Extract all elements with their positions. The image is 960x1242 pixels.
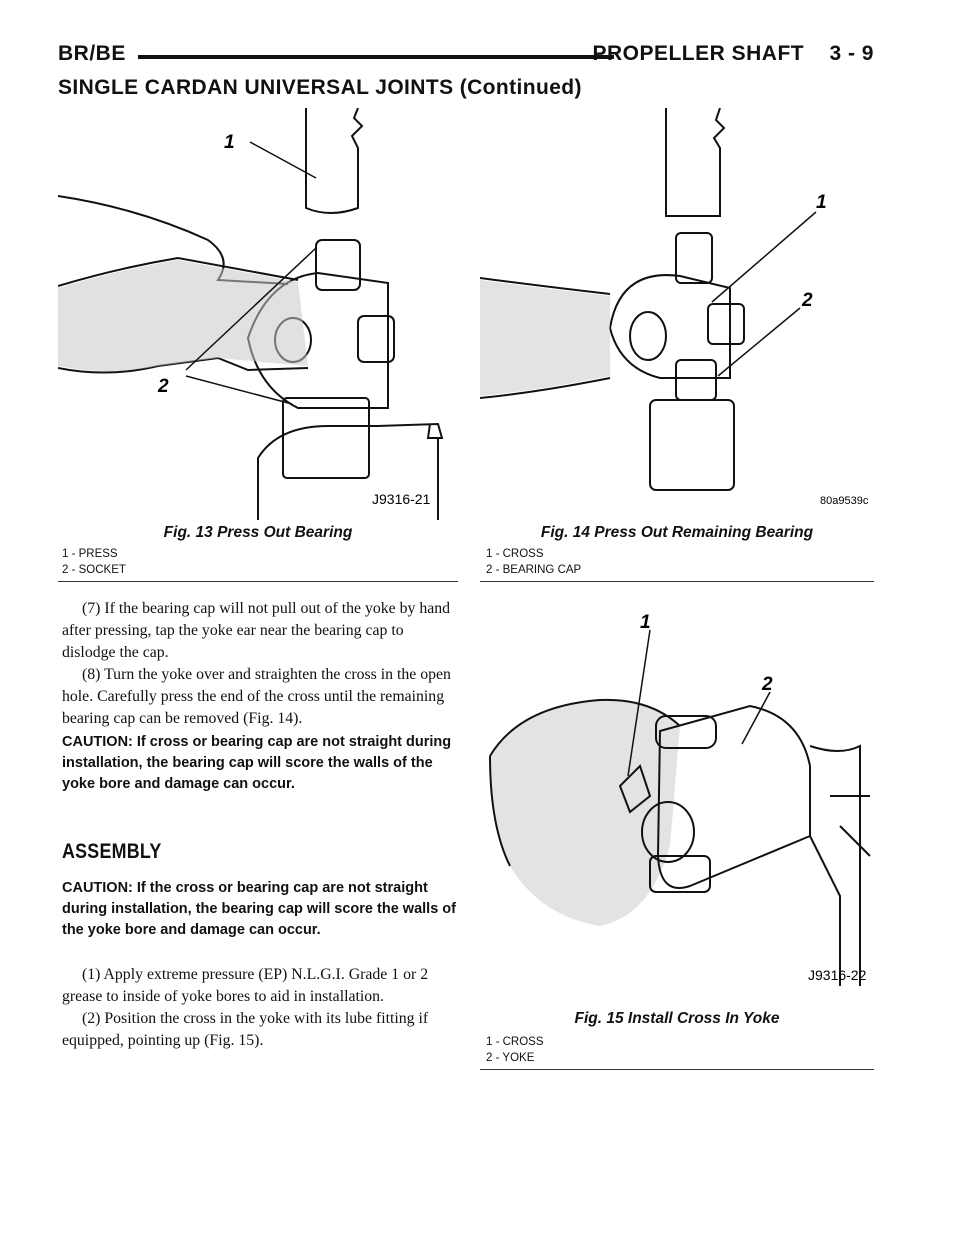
header-model: BR/BE <box>58 42 126 65</box>
fig13-drawing: 1 2 J9316-21 <box>57 107 444 520</box>
fig13-rule <box>58 581 458 582</box>
fig14-legend-item: 2 - BEARING CAP <box>486 564 582 576</box>
procedure-step-1: (1) Apply extreme pressure (EP) N.L.G.I.… <box>62 966 429 1005</box>
fig13-legend-item: 1 - PRESS <box>62 548 118 560</box>
fig13-illustration: 1 2 J9316-21 <box>57 107 458 520</box>
fig13-code: J9316-21 <box>372 491 431 507</box>
fig14-drawing: 1 2 80a9539c <box>479 107 869 507</box>
page-header: BR/BE PROPELLER SHAFT 3 - 9 <box>58 42 874 72</box>
fig14-callout-1: 1 <box>816 192 827 213</box>
section-title: SINGLE CARDAN UNIVERSAL JOINTS (Continue… <box>58 76 582 99</box>
header-section-page: PROPELLER SHAFT 3 - 9 <box>592 42 874 65</box>
fig15-rule <box>480 1069 874 1070</box>
left-column-text: (7) If the bearing cap will not pull out… <box>62 598 458 730</box>
assembly-heading: ASSEMBLY <box>62 840 162 863</box>
procedure-step-2: (2) Position the cross in the yoke with … <box>62 1010 429 1049</box>
fig14-caption: Fig. 14 Press Out Remaining Bearing <box>540 524 814 541</box>
fig14-code: 80a9539c <box>820 495 869 507</box>
fig13-legend: 1 - PRESS 2 - SOCKET <box>62 546 126 578</box>
fig15-legend-item: 2 - YOKE <box>486 1052 535 1064</box>
fig13-callout-2: 2 <box>157 376 169 397</box>
fig15-drawing: 1 2 J9316-22 <box>489 612 871 986</box>
fig14-legend: 1 - CROSS 2 - BEARING CAP <box>486 546 581 578</box>
procedure-step-8: (8) Turn the yoke over and straighten th… <box>62 666 451 727</box>
header-rule <box>138 55 614 59</box>
fig15-code: J9316-22 <box>808 967 867 983</box>
fig13-legend-item: 2 - SOCKET <box>62 564 126 576</box>
procedure-step-7: (7) If the bearing cap will not pull out… <box>62 600 451 661</box>
fig13-caption: Fig. 13 Press Out Bearing <box>163 524 353 541</box>
fig15-legend: 1 - CROSS 2 - YOKE <box>486 1034 544 1066</box>
fig14-rule <box>480 581 874 582</box>
caution-note-1: CAUTION: If cross or bearing cap are not… <box>62 734 452 792</box>
fig15-caption: Fig. 15 Install Cross In Yoke <box>574 1010 780 1027</box>
fig14-callout-2: 2 <box>801 290 813 311</box>
assembly-steps: (1) Apply extreme pressure (EP) N.L.G.I.… <box>62 964 458 1052</box>
fig14-legend-item: 1 - CROSS <box>486 548 544 560</box>
fig15-legend-item: 1 - CROSS <box>486 1036 544 1048</box>
fig15-callout-1: 1 <box>640 612 651 633</box>
fig14-illustration: 1 2 80a9539c <box>479 107 880 520</box>
fig15-illustration: 1 2 J9316-22 <box>480 596 880 1006</box>
caution-note-2: CAUTION: If the cross or bearing cap are… <box>62 880 456 938</box>
fig13-callout-1: 1 <box>224 132 235 153</box>
fig15-callout-2: 2 <box>761 674 773 695</box>
